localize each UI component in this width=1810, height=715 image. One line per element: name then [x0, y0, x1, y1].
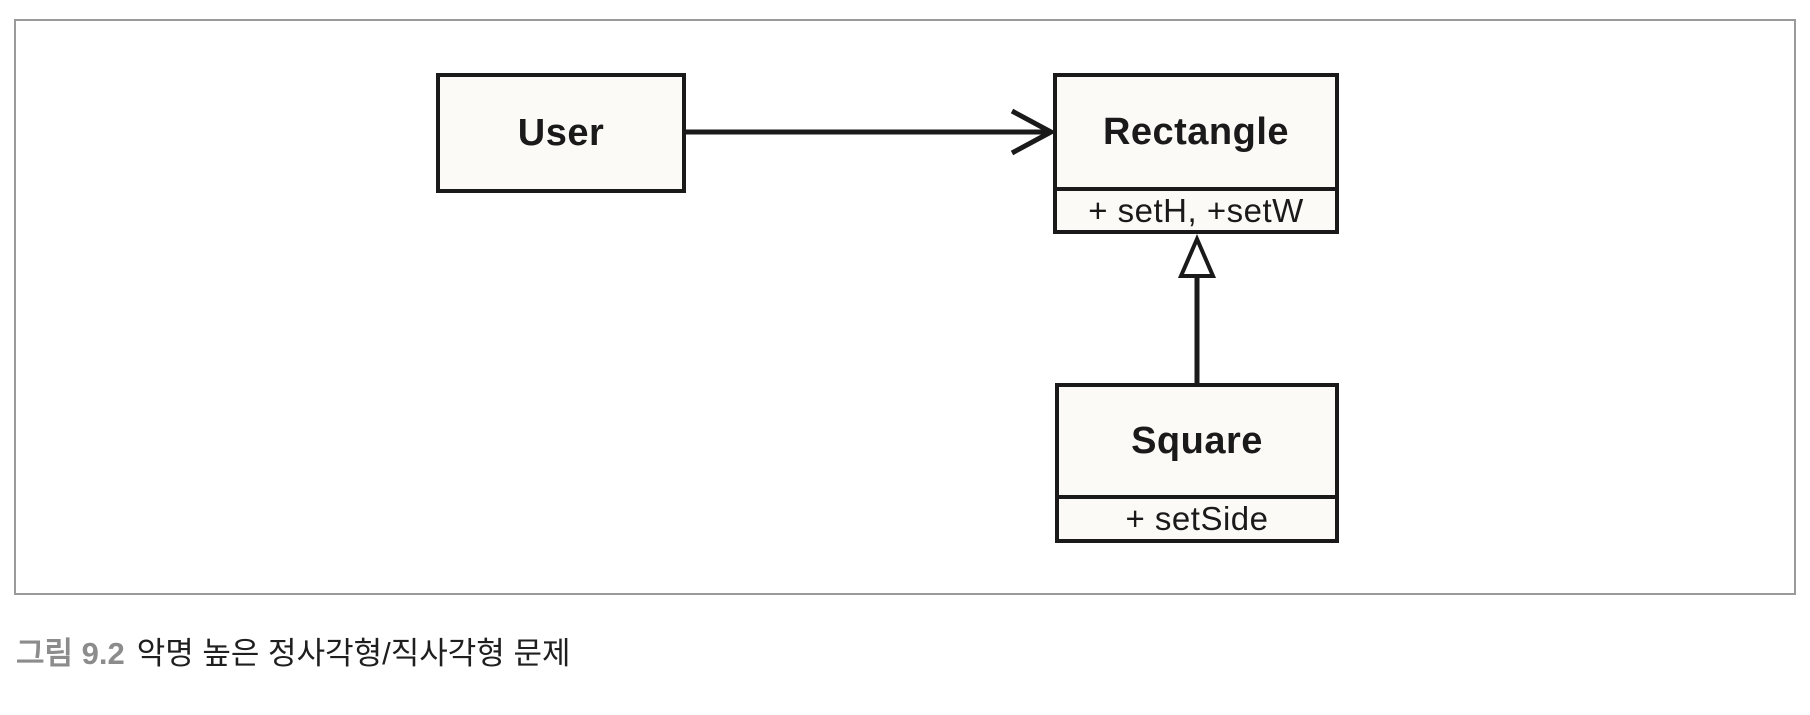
figure-caption-number: 그림 9.2 [16, 636, 125, 671]
class-name-rectangle: Rectangle [1102, 110, 1290, 153]
class-box-square: Square + setSide [1055, 383, 1339, 543]
class-box-user: User [436, 73, 686, 193]
class-attributes-rectangle: + setH, +setW [1057, 187, 1335, 230]
figure-caption-text: 악명 높은 정사각형/직사각형 문제 [136, 636, 571, 671]
class-attributes-square: + setSide [1059, 495, 1335, 539]
class-box-rectangle: Rectangle + setH, +setW [1053, 73, 1339, 234]
class-name-user: User [517, 111, 605, 154]
figure-frame [14, 19, 1796, 595]
figure-caption: 그림 9.2 악명 높은 정사각형/직사각형 문제 [16, 633, 570, 675]
class-name-square: Square [1131, 419, 1263, 462]
